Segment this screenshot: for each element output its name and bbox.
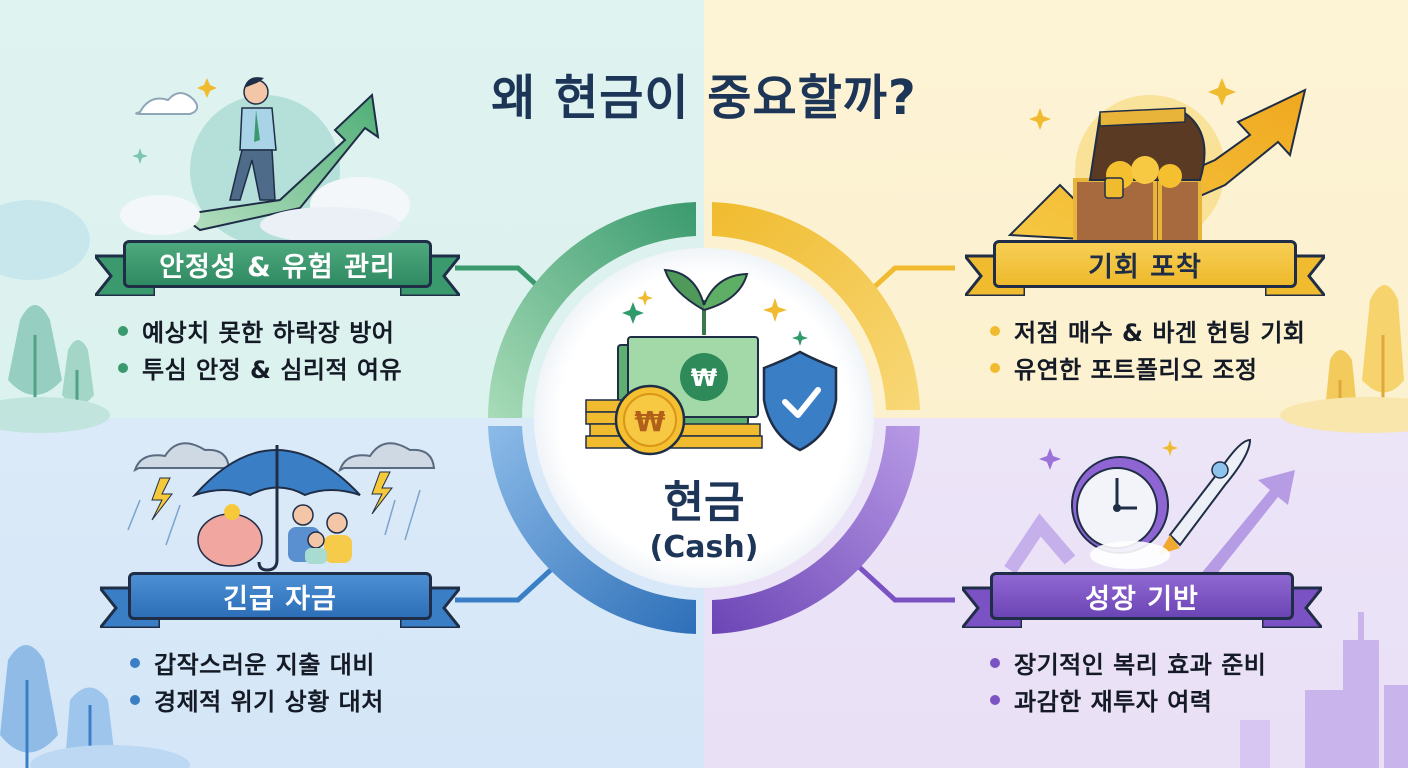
ribbon-stability: 안정성 & 유험 관리 [95, 240, 460, 296]
bullet-list-growth: 장기적인 복리 효과 준비 과감한 재투자 여력 [990, 644, 1266, 718]
bullet-dot-icon [118, 325, 128, 336]
section-title-emergency: 긴급 자금 [128, 572, 432, 620]
trees-right-top [1280, 285, 1408, 433]
bullet-dot-icon [990, 657, 1000, 668]
center-cash-icon: ₩ ₩ [585, 268, 838, 456]
svg-text:₩: ₩ [691, 364, 718, 392]
ribbon-emergency: 긴급 자금 [100, 572, 460, 628]
section-title-opportunity: 기회 포착 [993, 240, 1297, 288]
ribbon-growth: 성장 기반 [962, 572, 1322, 628]
illustration-clock-rocket [1004, 438, 1295, 580]
illustration-businessman-arrow [120, 77, 410, 245]
list-item: 저점 매수 & 바겐 헌팅 기회 [990, 312, 1306, 349]
list-item: 갑작스러운 지출 대비 [130, 644, 384, 681]
bullet-dot-icon [990, 362, 1000, 373]
ribbon-opportunity: 기회 포착 [965, 240, 1325, 296]
bullet-list-emergency: 갑작스러운 지출 대비 경제적 위기 상황 대처 [130, 644, 384, 718]
center-label-korean: 현금 [663, 477, 745, 528]
bullet-list-opportunity: 저점 매수 & 바겐 헌팅 기회 유연한 포트폴리오 조정 [990, 312, 1306, 386]
bullet-dot-icon [990, 325, 1000, 336]
bullet-dot-icon [130, 657, 140, 668]
illustration-umbrella-family [127, 442, 436, 572]
center-label-english: (Cash) [649, 530, 759, 565]
bullet-list-stability: 예상치 못한 하락장 방어 투심 안정 & 심리적 여유 [118, 312, 402, 386]
list-item: 투심 안정 & 심리적 여유 [118, 349, 402, 386]
svg-text:₩: ₩ [635, 405, 666, 438]
bullet-dot-icon [130, 694, 140, 705]
list-item: 경제적 위기 상황 대처 [130, 681, 384, 718]
bullet-dot-icon [990, 694, 1000, 705]
list-item: 장기적인 복리 효과 준비 [990, 644, 1266, 681]
section-title-growth: 성장 기반 [990, 572, 1294, 620]
list-item: 유연한 포트폴리오 조정 [990, 349, 1306, 386]
page-title: 왜 현금이 중요할까? [491, 70, 917, 126]
list-item: 과감한 재투자 여력 [990, 681, 1266, 718]
section-title-stability: 안정성 & 유험 관리 [123, 240, 432, 288]
illustration-treasure-chest [1007, 78, 1307, 252]
list-item: 예상치 못한 하락장 방어 [118, 312, 402, 349]
trees-left-bottom [0, 645, 190, 768]
bullet-dot-icon [118, 362, 128, 373]
city-skyline [1240, 612, 1408, 768]
trees-left-top [0, 200, 110, 433]
